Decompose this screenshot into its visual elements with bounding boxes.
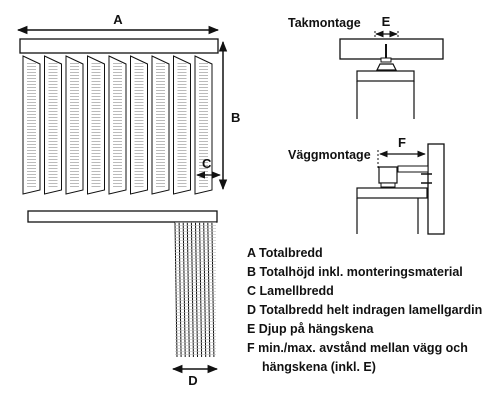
wall-rail [356,187,428,199]
retracted-slat-stack [174,221,216,358]
label-c: C [202,156,212,171]
wall [427,143,445,235]
slat-texture [156,62,165,188]
slats [22,55,213,195]
legend-b: B Totalhöjd inkl. monteringsmaterial [247,265,463,279]
dimension-a: A [16,12,220,35]
legend-c: C Lamellbredd [247,284,334,298]
label-a: A [113,12,123,27]
label-e: E [382,14,391,29]
dimension-f: F [377,135,426,168]
wall-mount-detail: Väggmontage F [288,135,445,235]
legend-d: D Totalbredd helt indragen lamellgardin [247,303,482,317]
stack-texture [175,222,216,357]
slat-texture [177,62,187,188]
slat-texture [48,62,58,188]
label-f: F [398,135,406,150]
retracted-head-rail [27,210,218,223]
ceiling-mount-title: Takmontage [288,16,361,30]
ceiling-rail [356,70,415,82]
dimension-b: B [218,40,240,191]
ceiling-mount-detail: Takmontage E [288,14,444,119]
label-b: B [231,110,240,125]
legend-f-cont: hängskena (inkl. E) [262,360,376,374]
dimension-d: D [171,364,219,388]
legend: A Totalbredd B Totalhöjd inkl. montering… [247,246,482,374]
slat-texture [27,62,36,188]
legend-e: E Djup på hängskena [247,322,374,336]
dimension-c: C [196,156,221,179]
label-d: D [188,373,197,388]
slat-texture [113,62,122,188]
blind-retracted-view: D [27,210,219,388]
slat-texture [199,62,208,188]
blind-front-view: A B C [16,12,240,195]
slat-texture [134,62,144,188]
slat-texture [91,62,101,188]
legend-a: A Totalbredd [247,246,323,260]
slat-texture [70,62,79,188]
wall-mount-title: Väggmontage [288,148,371,162]
head-rail [19,38,219,54]
legend-f: F min./max. avstånd mellan vägg och [247,341,468,355]
ceiling-beam [339,38,444,60]
